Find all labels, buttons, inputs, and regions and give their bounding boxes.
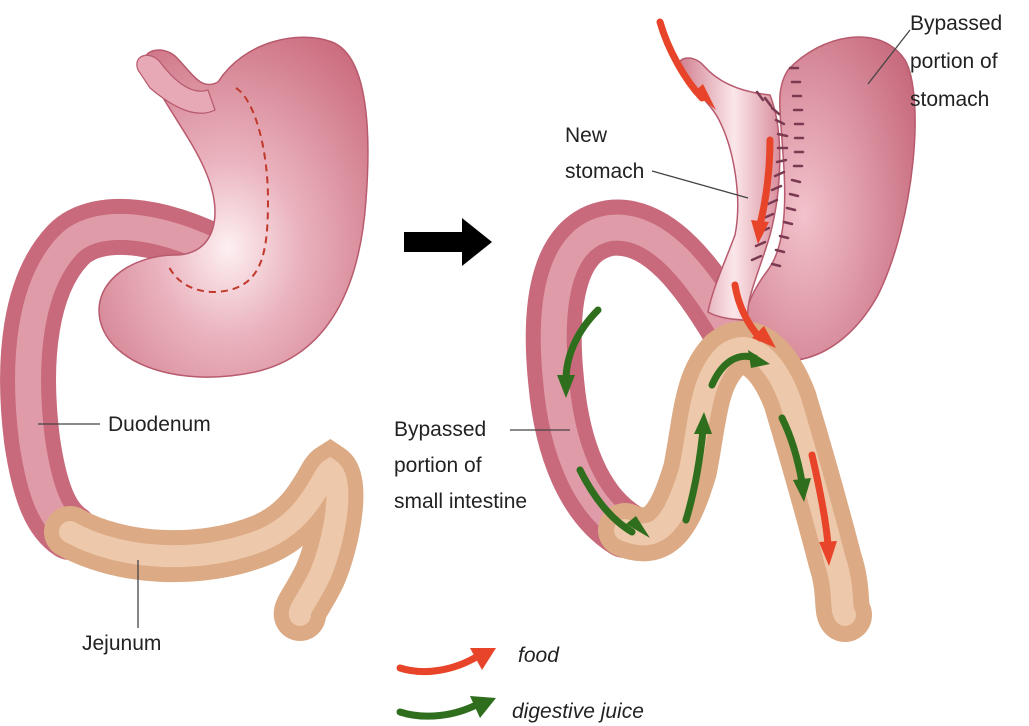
legend-food-label: food [518,644,560,667]
green-curved-arrow-icon [400,696,496,718]
legend-digestive-juice-label: digestive juice [512,700,644,723]
duodenum-label: Duodenum [108,413,211,436]
jejunum-label: Jejunum [82,632,161,655]
bypassed-stomach-label: Bypassed portion of stomach [910,12,1008,111]
legend: food digestive juice [400,644,644,723]
bypass-anatomy [554,22,915,615]
normal-anatomy [28,37,368,615]
bypassed-intestine-label: Bypassed portion of small intestine [394,418,527,513]
new-stomach-label: New stomach [565,124,644,183]
right-arrow-icon [404,218,492,266]
new-stomach-leader [652,171,748,198]
red-curved-arrow-icon [400,648,496,672]
